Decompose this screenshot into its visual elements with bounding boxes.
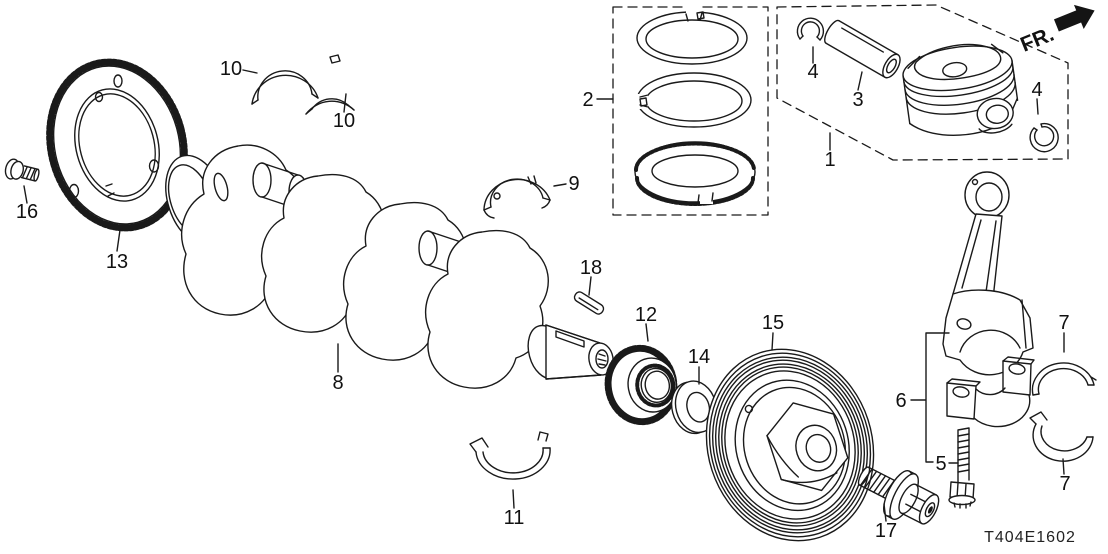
fr-label: FR. bbox=[1017, 23, 1057, 57]
ring-gear-bolt bbox=[4, 158, 41, 186]
part-label-11: 11 bbox=[504, 507, 525, 529]
crankshaft bbox=[155, 145, 615, 388]
part-label-2: 2 bbox=[582, 89, 593, 111]
part-label-4b: 4 bbox=[1031, 79, 1042, 101]
part-label-8: 8 bbox=[332, 372, 343, 394]
part-label-13: 13 bbox=[106, 251, 128, 273]
second-ring bbox=[634, 73, 751, 127]
part-label-10a: 10 bbox=[220, 58, 242, 80]
part-label-4a: 4 bbox=[807, 61, 818, 83]
fr-arrow-icon bbox=[1053, 4, 1095, 32]
part-label-15: 15 bbox=[762, 312, 784, 334]
part-label-9: 9 bbox=[568, 173, 579, 195]
piston-assembly-box bbox=[777, 5, 1068, 160]
part-label-1: 1 bbox=[824, 149, 835, 171]
part-label-7b: 7 bbox=[1059, 473, 1070, 495]
connecting-rod-cap bbox=[947, 357, 1034, 427]
main-bearing-upper bbox=[484, 176, 550, 218]
part-label-17: 17 bbox=[875, 520, 897, 542]
connecting-rod-bolt bbox=[949, 428, 975, 508]
diagram-code: T404E1602 bbox=[984, 529, 1076, 546]
piston-pin-circlip-right bbox=[1030, 124, 1058, 152]
flywheel-ring-gear bbox=[32, 47, 203, 243]
thrust-washer-left bbox=[252, 71, 318, 104]
crankshaft-nose bbox=[523, 322, 616, 383]
timing-gear bbox=[602, 342, 682, 427]
part-label-18: 18 bbox=[580, 257, 602, 279]
top-ring bbox=[637, 6, 747, 64]
part-label-6: 6 bbox=[895, 390, 906, 412]
part-label-10b: 10 bbox=[333, 110, 355, 132]
fr-direction-indicator: FR. bbox=[1017, 4, 1095, 57]
oil-ring bbox=[635, 142, 755, 204]
leader-lines bbox=[24, 47, 1064, 521]
piston-pin bbox=[822, 18, 904, 80]
connecting-rod bbox=[943, 172, 1033, 375]
rod-bearing-lower bbox=[1030, 412, 1093, 461]
rod-bearing-upper bbox=[1032, 363, 1096, 395]
piston bbox=[900, 38, 1022, 144]
part-label-3: 3 bbox=[852, 89, 863, 111]
main-bearing-lower bbox=[470, 432, 550, 479]
crank-pulley bbox=[682, 327, 898, 554]
thrust-washer-right bbox=[306, 55, 354, 114]
part-label-16: 16 bbox=[16, 201, 38, 223]
part-label-12: 12 bbox=[635, 304, 657, 326]
part-label-5: 5 bbox=[935, 453, 946, 475]
crankshaft-key bbox=[573, 290, 605, 315]
spacer-washer bbox=[666, 376, 722, 438]
part-label-14: 14 bbox=[688, 346, 710, 368]
part-label-7a: 7 bbox=[1058, 312, 1069, 334]
pulley-bolt bbox=[850, 452, 947, 534]
piston-pin-circlip-left bbox=[797, 18, 823, 40]
